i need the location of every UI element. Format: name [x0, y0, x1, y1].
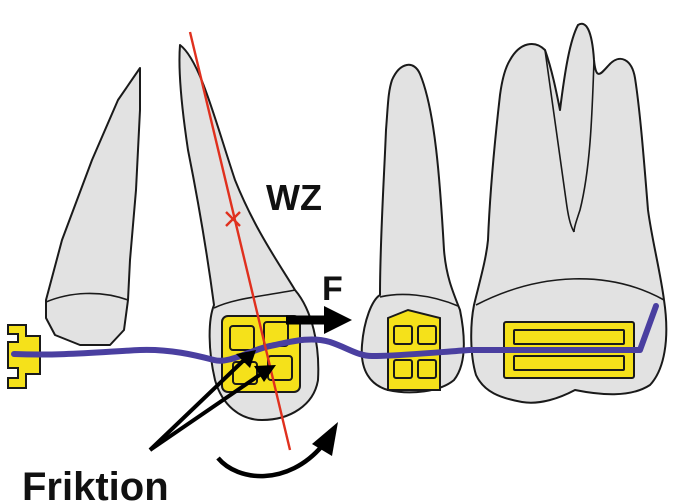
- friction-arrows: [148, 350, 276, 452]
- molar-tooth: [470, 22, 668, 404]
- friction-label: Friktion: [22, 465, 169, 502]
- archwire: [11, 303, 659, 364]
- rotation-arrow: [216, 422, 338, 479]
- force-arrow: [286, 306, 352, 334]
- tooth-long-axis: [188, 31, 292, 451]
- rotation-center-marker: [225, 211, 241, 227]
- canine-bracket: [221, 315, 301, 393]
- premolar-bracket: [387, 308, 441, 391]
- force-label: F: [322, 270, 343, 308]
- rotation-center-label: WZ: [266, 177, 322, 218]
- lateral-incisor-tooth: [45, 67, 141, 346]
- molar-tube: [503, 321, 635, 379]
